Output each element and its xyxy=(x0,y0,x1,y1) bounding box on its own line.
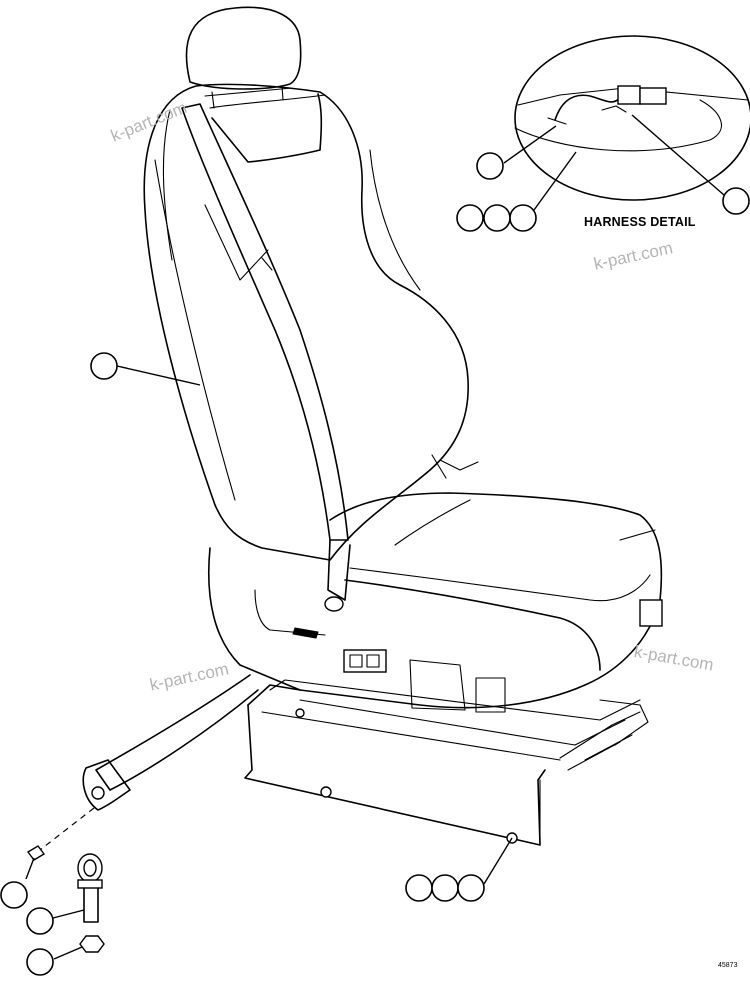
seat-back xyxy=(143,83,479,561)
anchor-hardware xyxy=(26,807,105,953)
seat-base xyxy=(244,679,649,846)
callout-anchor-nut xyxy=(26,948,54,976)
callout-belt-screw xyxy=(0,881,28,909)
seat-cushion xyxy=(207,492,663,709)
side-controls xyxy=(343,599,663,713)
callout-mount-fastener-1 xyxy=(405,874,433,902)
callout-seat-assembly xyxy=(90,352,118,380)
callout-harness-connector-left xyxy=(476,152,504,180)
callout-harness-wire-group-3 xyxy=(509,204,537,232)
leader-lines xyxy=(25,114,725,960)
callout-harness-wire-group-2 xyxy=(483,204,511,232)
callout-mount-fastener-3 xyxy=(457,874,485,902)
callout-harness-connector-right xyxy=(722,187,750,215)
callout-bubbles xyxy=(0,152,750,976)
headrest xyxy=(185,6,302,109)
callout-mount-fastener-2 xyxy=(431,874,459,902)
drawing-number: 45873 xyxy=(718,962,738,969)
callout-anchor-eyebolt xyxy=(26,907,54,935)
harness-detail-caption: HARNESS DETAIL xyxy=(584,215,696,229)
callout-harness-wire-group-1 xyxy=(456,204,484,232)
harness-detail-inset xyxy=(514,35,750,201)
seat-belt xyxy=(82,103,351,811)
